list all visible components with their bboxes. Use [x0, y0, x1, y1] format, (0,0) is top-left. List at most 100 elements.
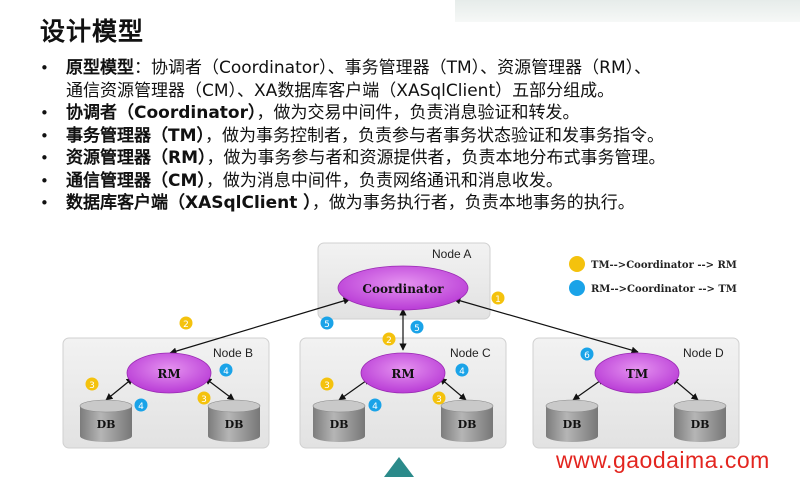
legend: TM-->Coordinator --> RM RM-->Coordinator…: [569, 256, 737, 296]
slide-title: 设计模型: [40, 17, 145, 46]
db-label: DB: [458, 418, 477, 431]
svg-text:3: 3: [324, 381, 330, 391]
svg-text:1: 1: [495, 295, 501, 305]
bullet-dot-icon: •: [40, 126, 49, 145]
db-label: DB: [330, 418, 349, 431]
bullet-body: 做为事务控制者，负责参与者事务状态验证和发事务指令。: [222, 125, 665, 146]
tm-d-ellipse: TM: [594, 352, 680, 394]
svg-text:5: 5: [414, 324, 420, 334]
db-cylinder: DB: [440, 399, 494, 442]
step-badge-blue: 4: [219, 363, 233, 377]
bullet-body: 做为事务执行者，负责本地事务的执行。: [328, 193, 635, 213]
step-badge-orange: 3: [320, 377, 334, 391]
rm-b-label: RM: [157, 367, 180, 381]
bullet-separator: ，: [205, 125, 223, 146]
arrow-rm-b-db-right: [204, 377, 235, 401]
legend-blue-label: RM-->Coordinator --> TM: [591, 284, 737, 295]
bullet-continuation: 通信资源管理器（CM）、XA数据库客户端（XASqlClient）五部分组成。: [66, 80, 615, 101]
node-c-label: Node C: [450, 346, 491, 360]
db-cylinder: DB: [312, 399, 366, 442]
step-badge-orange: 2: [179, 316, 193, 330]
bullet-item: • 通信管理器（CM），做为消息中间件，负责网络通讯和消息收发。: [38, 170, 788, 193]
step-badge-blue: 6: [580, 347, 594, 361]
step-badge-orange: 3: [197, 391, 211, 405]
navigation-triangle-icon: [384, 457, 414, 477]
bullet-head: 数据库客户端（XASqlClient ）: [66, 193, 312, 213]
bullet-dot-icon: •: [40, 149, 49, 167]
bullet-separator: ，: [205, 170, 223, 191]
rm-b-ellipse: RM: [126, 352, 212, 394]
svg-text:3: 3: [436, 395, 442, 405]
step-badge-orange: 2: [382, 332, 396, 346]
bullet-separator: ，: [206, 148, 224, 168]
arrow-rm-b-db-left: [105, 377, 134, 401]
svg-text:6: 6: [584, 351, 590, 361]
svg-text:2: 2: [183, 320, 189, 330]
bullet-head: 原型模型: [66, 58, 134, 78]
step-badge-blue: 4: [455, 363, 469, 377]
db-cylinder: DB: [673, 399, 727, 442]
arrow-rm-c-db-right: [439, 377, 467, 401]
bullet-item: • 资源管理器（RM），做为事务参与者和资源提供者，负责本地分布式事务管理。: [38, 147, 788, 170]
bullet-head: 协调者（Coordinator）: [66, 103, 257, 123]
bullet-dot-icon: •: [40, 104, 49, 122]
bullet-dot-icon: •: [40, 194, 49, 212]
bullet-separator: ：: [134, 58, 151, 78]
db-cylinder: DB: [545, 399, 599, 442]
svg-text:2: 2: [386, 336, 392, 346]
bullet-item: • 数据库客户端（XASqlClient ），做为事务执行者，负责本地事务的执行。: [38, 192, 788, 215]
arrow-tm-d-db-right: [671, 377, 699, 401]
db-label: DB: [563, 418, 582, 431]
legend-orange-label: TM-->Coordinator --> RM: [591, 260, 737, 271]
bullet-separator: ，: [311, 193, 329, 213]
tm-d-label: TM: [626, 367, 648, 381]
svg-text:3: 3: [201, 395, 207, 405]
node-d-label: Node D: [683, 346, 724, 360]
legend-blue-swatch: [569, 280, 585, 296]
step-badge-orange: 3: [85, 377, 99, 391]
node-b-label: Node B: [213, 346, 253, 360]
bullet-body: 做为消息中间件，负责网络通讯和消息收发。: [222, 170, 563, 191]
arrow-coordinator-rm-b: [169, 297, 351, 355]
svg-text:4: 4: [459, 367, 465, 377]
bullet-body: 协调者（Coordinator）、事务管理器（TM）、资源管理器（RM）、: [151, 58, 652, 78]
step-badge-orange: 3: [432, 391, 446, 405]
top-accent-bar: [455, 0, 800, 22]
bullet-item: • 事务管理器（TM），做为事务控制者，负责参与者事务状态验证和发事务指令。: [38, 125, 788, 148]
rm-c-ellipse: RM: [360, 352, 446, 394]
svg-text:4: 4: [223, 367, 229, 377]
bullet-head: 资源管理器（RM）: [66, 148, 207, 168]
db-label: DB: [225, 418, 244, 431]
step-badge-blue: 4: [368, 398, 382, 412]
svg-text:4: 4: [138, 402, 144, 412]
rm-c-label: RM: [391, 367, 414, 381]
node-a-label: Node A: [432, 247, 471, 261]
step-badge-blue: 4: [134, 398, 148, 412]
step-badge-blue: 5: [320, 316, 334, 330]
bullet-head: 事务管理器（TM）: [66, 125, 206, 146]
step-badge-blue: 5: [410, 320, 424, 334]
svg-text:3: 3: [89, 381, 95, 391]
bullet-item: • 协调者（Coordinator），做为交易中间件，负责消息验证和转发。: [38, 102, 788, 125]
bullet-body: 做为事务参与者和资源提供者，负责本地分布式事务管理。: [223, 148, 666, 168]
db-label: DB: [97, 418, 116, 431]
bullet-head: 通信管理器（CM）: [66, 170, 206, 191]
legend-orange-swatch: [569, 256, 585, 272]
db-cylinder: DB: [79, 399, 133, 442]
db-label: DB: [691, 418, 710, 431]
svg-text:4: 4: [372, 402, 378, 412]
svg-text:5: 5: [324, 320, 330, 330]
bullet-item: • 原型模型：协调者（Coordinator）、事务管理器（TM）、资源管理器（R…: [38, 57, 788, 102]
bullet-separator: ，: [256, 103, 274, 123]
bullet-list: • 原型模型：协调者（Coordinator）、事务管理器（TM）、资源管理器（R…: [38, 57, 788, 215]
step-badge-orange: 1: [491, 291, 505, 305]
coordinator-ellipse: Coordinator: [337, 265, 469, 311]
bullet-body: 做为交易中间件，负责消息验证和转发。: [273, 103, 580, 123]
coordinator-label: Coordinator: [362, 282, 444, 296]
watermark-text: www.gaodaima.com: [556, 447, 770, 473]
db-cylinder: DB: [207, 399, 261, 442]
arrow-coordinator-tm-d: [453, 297, 639, 354]
bullet-dot-icon: •: [40, 59, 49, 77]
bullet-dot-icon: •: [40, 171, 49, 190]
